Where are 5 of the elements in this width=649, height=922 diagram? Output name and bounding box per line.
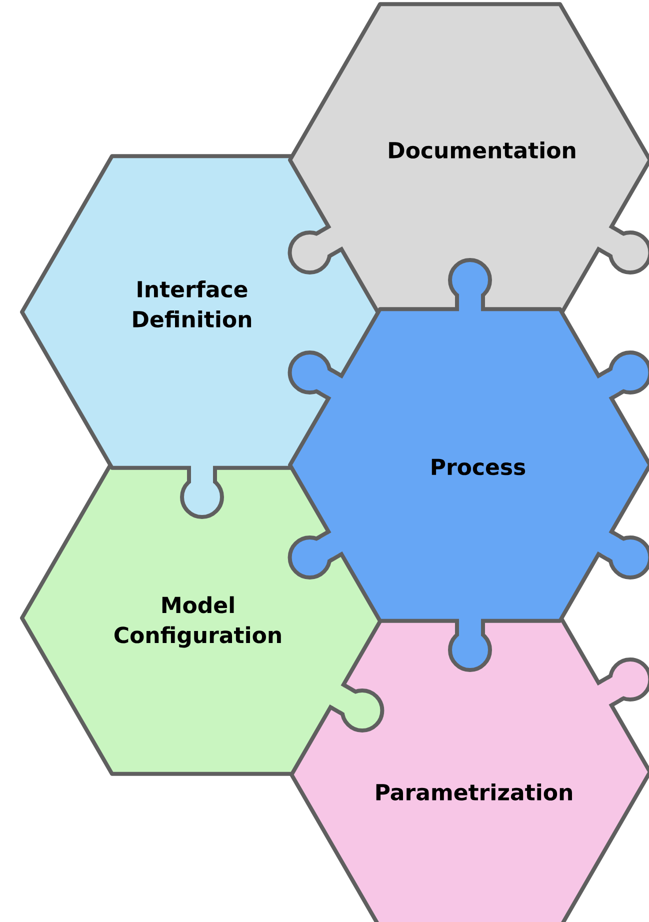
puzzle-piece: Interface Definition [20,154,384,519]
puzzle-piece: Model Configuration [20,460,384,776]
puzzle-piece: Documentation [288,2,649,318]
puzzle-piece: Parametrization [288,614,649,922]
puzzle-piece: Process [288,258,649,672]
